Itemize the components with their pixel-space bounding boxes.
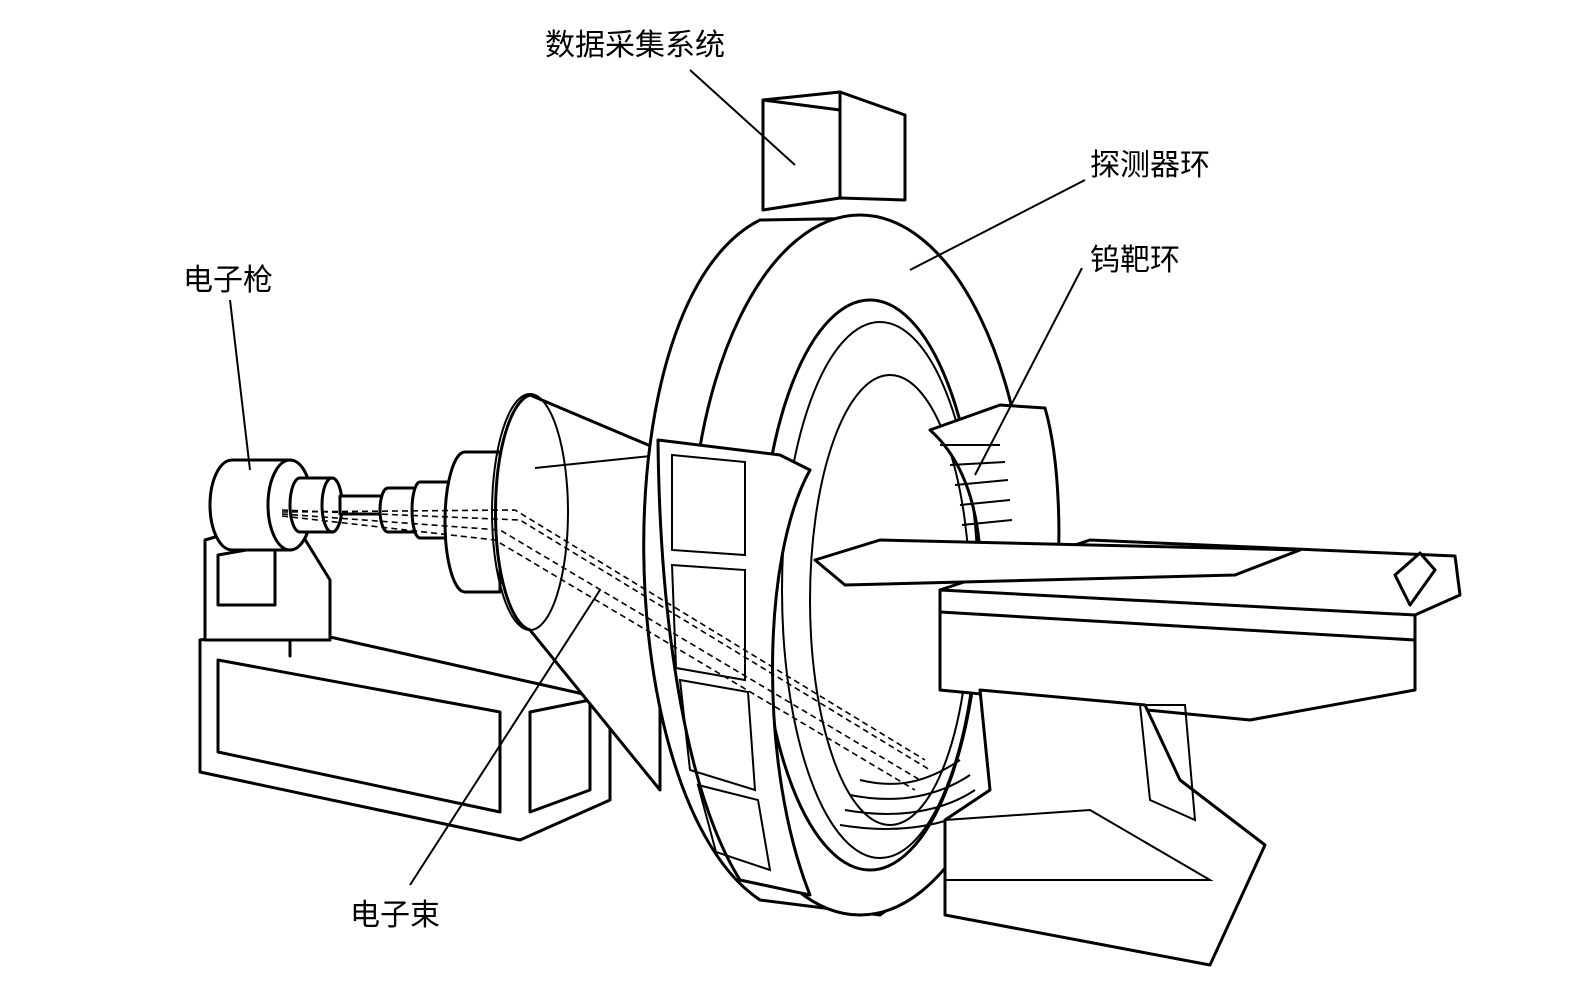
leader-tungsten-ring	[974, 267, 1083, 476]
data-acquisition-box	[761, 90, 907, 212]
label-data-acquisition: 数据采集系统	[545, 28, 725, 63]
label-detector-ring: 探测器环	[1090, 148, 1210, 183]
label-electron-beam: 电子束	[350, 898, 440, 933]
label-electron-gun: 电子枪	[183, 263, 273, 298]
table-pedestal	[943, 688, 1267, 967]
focusing-cone	[491, 393, 662, 792]
leader-electron-beam	[409, 589, 601, 886]
leader-electron-gun	[229, 299, 251, 471]
leader-detector-ring	[909, 179, 1086, 271]
gun-base-frame	[198, 626, 612, 842]
leader-data-acquisition	[689, 69, 796, 166]
electron-gun	[208, 450, 502, 594]
electron-beam-paths	[281, 509, 931, 791]
label-tungsten-ring: 钨靶环	[1090, 243, 1180, 278]
